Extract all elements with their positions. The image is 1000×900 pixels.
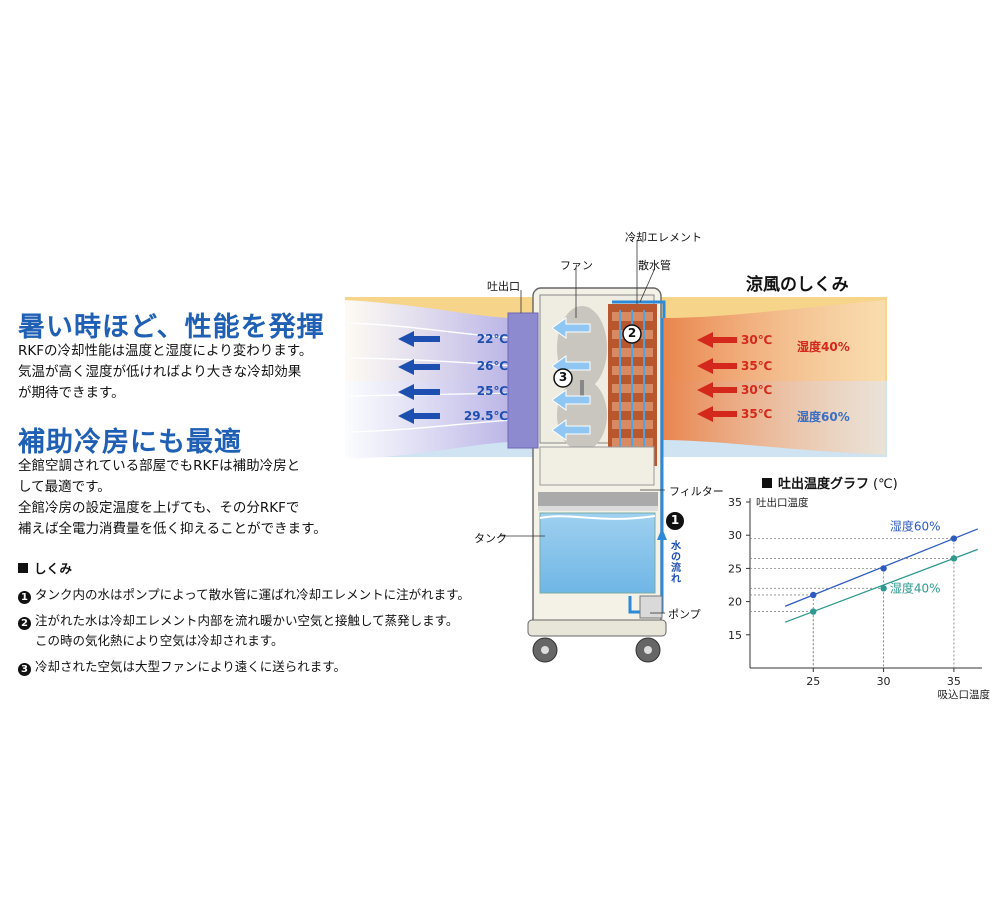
step-3: 3 冷却された空気は大型ファンにより遠くに送られます。	[18, 657, 470, 677]
x-axis-label: 吸込口温度	[938, 688, 991, 701]
data-point	[810, 591, 817, 599]
humidity-60-label: 湿度60%	[797, 410, 850, 424]
mechanism-heading: しくみ	[18, 559, 72, 579]
series-label: 湿度60%	[890, 519, 941, 534]
outlet-temp: 29.5℃	[463, 409, 508, 423]
filter	[538, 492, 658, 506]
cooler-base	[527, 619, 667, 637]
y-tick-label: 25	[728, 562, 742, 575]
step-marker-2	[622, 324, 642, 344]
x-tick-label: 25	[806, 675, 820, 688]
step-marker-3-label: 3	[558, 370, 568, 384]
diagram-title: 涼風のしくみ	[746, 275, 849, 295]
y-tick-label: 35	[728, 496, 742, 509]
paragraph-line: 全館空調されている部屋でもRKFは補助冷房と	[18, 458, 301, 474]
paragraph-line: RKFの冷却性能は温度と湿度により変わります。	[18, 343, 313, 359]
step-2-cont: この時の気化熱により空気は冷却されます。	[35, 633, 284, 648]
water-tank	[539, 512, 656, 594]
cool-air-flow	[345, 300, 515, 460]
step-text: 注がれた水は冷却エレメント内部を流れ暖かい空気と接触して蒸発します。	[35, 613, 459, 628]
paragraph-line: して最適です。	[18, 479, 111, 495]
water-flow-arrow-icon	[657, 528, 667, 540]
label-pump: ポンプ	[668, 608, 701, 621]
inlet-temp: 35℃	[741, 359, 773, 373]
y-tick-label: 30	[728, 529, 742, 542]
inlet-temp: 35℃	[741, 407, 773, 421]
air-streamlines	[349, 322, 516, 433]
square-bullet-icon	[18, 563, 28, 573]
middle-section	[539, 446, 655, 486]
mechanism-steps: 1 タンク内の水はポンプによって散水管に運ばれ冷却エレメントに注がれます。 2 注が…	[18, 585, 470, 677]
label-filter: フィルター	[669, 485, 724, 498]
paragraph-line: 気温が高く湿度が低ければより大きな冷却効果	[18, 364, 302, 380]
chart-title-text: 吐出温度グラフ	[778, 477, 870, 492]
chart-title: 吐出温度グラフ(℃)	[762, 473, 898, 492]
leader-lines	[500, 240, 665, 614]
label-sprinkler: 散水管	[638, 259, 671, 272]
heading-performance: 暑い時ほど、性能を発揮	[18, 312, 325, 343]
fan-air-arrows	[551, 317, 591, 441]
label-outlet: 吐出口	[487, 280, 520, 293]
heading-auxiliary-cooling: 補助冷房にも最適	[18, 427, 242, 458]
fan-shaft	[580, 380, 584, 402]
auxiliary-paragraph: 全館空調されている部屋でもRKFは補助冷房と して最適です。 全館冷房の設定温度…	[18, 456, 327, 540]
step-marker-1-label: 1	[670, 513, 680, 527]
series-label: 湿度40%	[890, 580, 941, 595]
y-axis-label: 吐出口温度	[756, 496, 809, 509]
sprinkler-pipe	[612, 300, 666, 318]
chart-title-unit: (℃)	[873, 477, 898, 492]
label-fan: ファン	[560, 259, 593, 272]
data-point	[880, 565, 887, 572]
data-point	[880, 585, 887, 592]
filter-edge	[538, 506, 658, 511]
label-water-flow: 水の流れ	[671, 541, 681, 585]
mechanism-title: しくみ	[34, 561, 73, 576]
warm-air-flow	[660, 300, 885, 455]
paragraph-line: 補えば全電力消費量を低く抑えることができます。	[18, 521, 327, 537]
inlet-temp: 30℃	[741, 333, 773, 347]
step-markers	[553, 324, 684, 530]
square-bullet-icon	[762, 478, 772, 488]
step-marker-1	[666, 512, 684, 530]
paragraph-line: 全館冷房の設定温度を上げても、その分RKFで	[18, 500, 300, 516]
x-tick-label: 35	[947, 675, 961, 688]
humidity-40-label: 湿度40%	[797, 340, 850, 354]
step-number-icon: 3	[18, 663, 31, 676]
pump	[639, 595, 663, 619]
paragraph-line: が期待できます。	[18, 385, 125, 401]
y-tick-label: 15	[728, 629, 742, 642]
label-tank: タンク	[474, 532, 507, 545]
x-tick-label: 30	[877, 675, 891, 688]
water-surface	[539, 515, 656, 520]
step-2: 2 注がれた水は冷却エレメント内部を流れ暖かい空気と接触して蒸発します。	[18, 611, 470, 631]
outlet-temp: 26℃	[476, 359, 508, 373]
step-text: タンク内の水はポンプによって散水管に運ばれ冷却エレメントに注がれます。	[35, 587, 470, 602]
y-tick-label: 20	[728, 596, 742, 609]
data-point	[950, 555, 958, 562]
label-cooling-element: 冷却エレメント	[625, 231, 702, 244]
outlet-temp: 25℃	[476, 384, 508, 398]
outlet-temp: 22℃	[476, 332, 508, 346]
step-marker-3	[553, 368, 573, 388]
outlet-grille	[507, 312, 539, 449]
step-number-icon: 1	[18, 591, 31, 604]
data-point	[810, 608, 817, 615]
step-number-icon: 2	[18, 617, 31, 630]
performance-paragraph: RKFの冷却性能は温度と湿度により変わります。 気温が高く湿度が低ければより大き…	[18, 341, 312, 404]
step-text: 冷却された空気は大型ファンにより遠くに送られます。	[35, 659, 347, 674]
step-1: 1 タンク内の水はポンプによって散水管に運ばれ冷却エレメントに注がれます。	[18, 585, 470, 605]
data-point	[950, 535, 958, 542]
series-line	[784, 548, 979, 623]
inlet-temp: 30℃	[741, 383, 773, 397]
step-marker-2-label: 2	[627, 326, 637, 340]
red-input-arrows	[697, 332, 737, 422]
blue-output-arrows	[398, 331, 440, 424]
